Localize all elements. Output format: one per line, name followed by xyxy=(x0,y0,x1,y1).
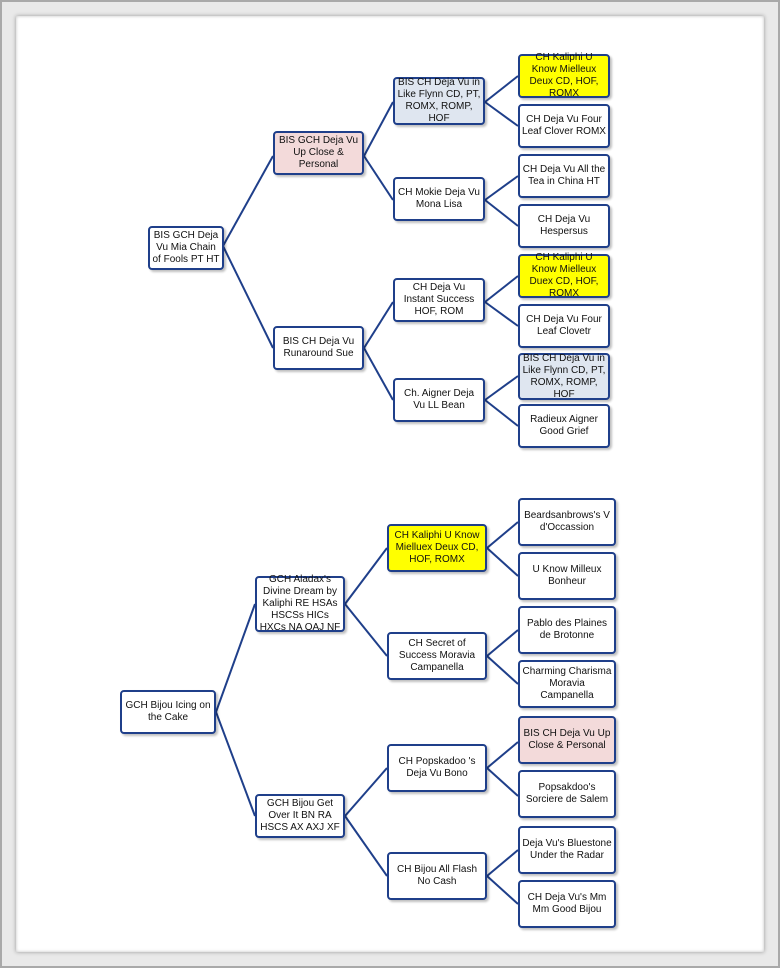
node-label: GCH Bijou Icing on the Cake xyxy=(125,700,211,723)
node-label: CH Kaliphi U Know Mielluex Deux CD, HOF,… xyxy=(394,530,480,565)
connector-bot-sire-ss xyxy=(344,547,388,605)
node-label: CH Mokie Deja Vu Mona Lisa xyxy=(398,187,480,210)
node-bot-dog: GCH Bijou Icing on the Cake xyxy=(120,690,216,734)
node-label: Charming Charisma Moravia Campanella xyxy=(522,666,612,701)
node-top-dam-dam: Ch. Aigner Deja Vu LL Bean xyxy=(393,378,485,422)
connector-top-dam-ds xyxy=(363,301,394,349)
connector-bot-gg8 xyxy=(486,875,519,905)
node-label: BIS CH Deja Vu Runaround Sue xyxy=(282,336,355,359)
node-label: Radieux Aigner Good Grief xyxy=(530,414,598,437)
node-label: CH Popskadoo 's Deja Vu Bono xyxy=(398,756,476,779)
node-top-sire-dam: CH Mokie Deja Vu Mona Lisa xyxy=(393,177,485,221)
node-top-gg7: BIS CH Deja Vu in Like Flynn CD, PT, ROM… xyxy=(518,353,610,400)
node-top-dog: BIS GCH Deja Vu Mia Chain of Fools PT HT xyxy=(148,226,224,270)
connector-top-sire-sd xyxy=(363,155,394,201)
connector-top-dam-dd xyxy=(363,347,394,401)
connector-top-sire-ss xyxy=(363,101,394,157)
node-top-gg5: CH Kaliphi U Know Mielleux Duex CD, HOF,… xyxy=(518,252,610,299)
node-bot-sire-sire: CH Kaliphi U Know Mielluex Deux CD, HOF,… xyxy=(387,524,487,572)
connector-top-gg2 xyxy=(484,101,519,127)
node-label: BIS GCH Deja Vu Up Close & Personal xyxy=(278,135,359,170)
node-label: CH Bijou All Flash No Cash xyxy=(396,864,478,887)
connector-bot-gg6 xyxy=(486,767,519,797)
connector-top-gg3 xyxy=(484,175,519,201)
connector-top-gg4 xyxy=(484,199,519,227)
node-top-gg3: CH Deja Vu All the Tea in China HT xyxy=(518,154,610,198)
connector-top-gg1 xyxy=(484,75,519,103)
node-top-dam-sire: CH Deja Vu Instant Success HOF, ROM xyxy=(393,278,485,322)
connector-top-dog-sire xyxy=(222,155,274,247)
connector-bot-dog-sire xyxy=(215,603,256,713)
node-top-gg6: CH Deja Vu Four Leaf Clovetr xyxy=(518,304,610,348)
connector-bot-gg4 xyxy=(486,655,519,685)
node-bot-sire-dam: CH Secret of Success Moravia Campanella xyxy=(387,632,487,680)
node-bot-gg6: Popsakdoo's Sorciere de Salem xyxy=(518,770,616,818)
node-label: U Know Milleux Bonheur xyxy=(532,564,602,587)
node-label: Popsakdoo's Sorciere de Salem xyxy=(525,782,609,805)
node-bot-gg7: Deja Vu's Bluestone Under the Radar xyxy=(518,826,616,874)
node-label: GCH Bijou Get Over It BN RA HSCS AX AXJ … xyxy=(260,798,340,833)
node-top-sire: BIS GCH Deja Vu Up Close & Personal xyxy=(273,131,364,175)
node-label: GCH Aladax's Divine Dream by Kaliphi RE … xyxy=(259,574,341,633)
node-label: BIS CH Deja Vu Up Close & Personal xyxy=(523,728,611,751)
node-label: Pablo des Plaines de Brotonne xyxy=(526,618,608,641)
node-bot-gg5: BIS CH Deja Vu Up Close & Personal xyxy=(518,716,616,764)
connector-bot-sire-sd xyxy=(344,603,388,657)
node-label: Beardsanbrows's V d'Occassion xyxy=(524,510,610,533)
node-label: CH Deja Vu All the Tea in China HT xyxy=(522,164,606,187)
node-top-gg1: CH Kaliphi U Know Mielleux Deux CD, HOF,… xyxy=(518,52,610,99)
connector-top-gg8 xyxy=(484,399,519,427)
node-bot-gg4: Charming Charisma Moravia Campanella xyxy=(518,660,616,708)
node-bot-gg1: Beardsanbrows's V d'Occassion xyxy=(518,498,616,546)
node-label: CH Kaliphi U Know Mielleux Deux CD, HOF,… xyxy=(529,52,599,99)
node-bot-dam-dam: CH Bijou All Flash No Cash xyxy=(387,852,487,900)
connector-bot-dog-dam xyxy=(215,711,256,817)
connector-bot-gg1 xyxy=(486,521,519,549)
node-top-dam: BIS CH Deja Vu Runaround Sue xyxy=(273,326,364,370)
node-label: BIS CH Deja Vu in Like Flynn CD, PT, ROM… xyxy=(522,352,606,400)
node-label: CH Deja Vu Hespersus xyxy=(537,214,591,237)
connector-bot-gg2 xyxy=(486,547,519,577)
node-top-gg4: CH Deja Vu Hespersus xyxy=(518,204,610,248)
node-top-gg2: CH Deja Vu Four Leaf Clover ROMX xyxy=(518,104,610,148)
node-bot-gg3: Pablo des Plaines de Brotonne xyxy=(518,606,616,654)
connector-top-gg6 xyxy=(484,301,519,327)
node-label: BIS GCH Deja Vu Mia Chain of Fools PT HT xyxy=(152,230,220,265)
node-label: BIS CH Deja Vu in Like Flynn CD, PT, ROM… xyxy=(397,77,481,124)
connector-top-dog-dam xyxy=(222,245,274,349)
node-label: CH Kaliphi U Know Mielleux Duex CD, HOF,… xyxy=(529,252,599,299)
connector-bot-gg7 xyxy=(486,849,519,877)
node-label: CH Secret of Success Moravia Campanella xyxy=(398,638,476,673)
connector-bot-gg3 xyxy=(486,629,519,657)
connector-top-gg7 xyxy=(484,375,519,401)
connector-top-gg5 xyxy=(484,275,519,303)
node-bot-dam: GCH Bijou Get Over It BN RA HSCS AX AXJ … xyxy=(255,794,345,838)
node-label: CH Deja Vu Instant Success HOF, ROM xyxy=(403,282,475,317)
connector-bot-gg5 xyxy=(486,741,519,769)
node-top-gg8: Radieux Aigner Good Grief xyxy=(518,404,610,448)
node-top-sire-sire: BIS CH Deja Vu in Like Flynn CD, PT, ROM… xyxy=(393,77,485,125)
node-label: CH Deja Vu Four Leaf Clover ROMX xyxy=(522,114,606,137)
node-bot-sire: GCH Aladax's Divine Dream by Kaliphi RE … xyxy=(255,574,345,633)
paper-sheet xyxy=(16,16,764,952)
node-label: Deja Vu's Bluestone Under the Radar xyxy=(522,838,612,861)
node-label: Ch. Aigner Deja Vu LL Bean xyxy=(403,388,475,411)
connector-bot-dam-ds xyxy=(344,767,388,817)
node-bot-gg2: U Know Milleux Bonheur xyxy=(518,552,616,600)
node-label: CH Deja Vu's Mm Mm Good Bijou xyxy=(527,892,607,915)
node-bot-gg8: CH Deja Vu's Mm Mm Good Bijou xyxy=(518,880,616,928)
node-label: CH Deja Vu Four Leaf Clovetr xyxy=(526,314,602,337)
node-bot-dam-sire: CH Popskadoo 's Deja Vu Bono xyxy=(387,744,487,792)
connector-bot-dam-dd xyxy=(344,815,388,877)
